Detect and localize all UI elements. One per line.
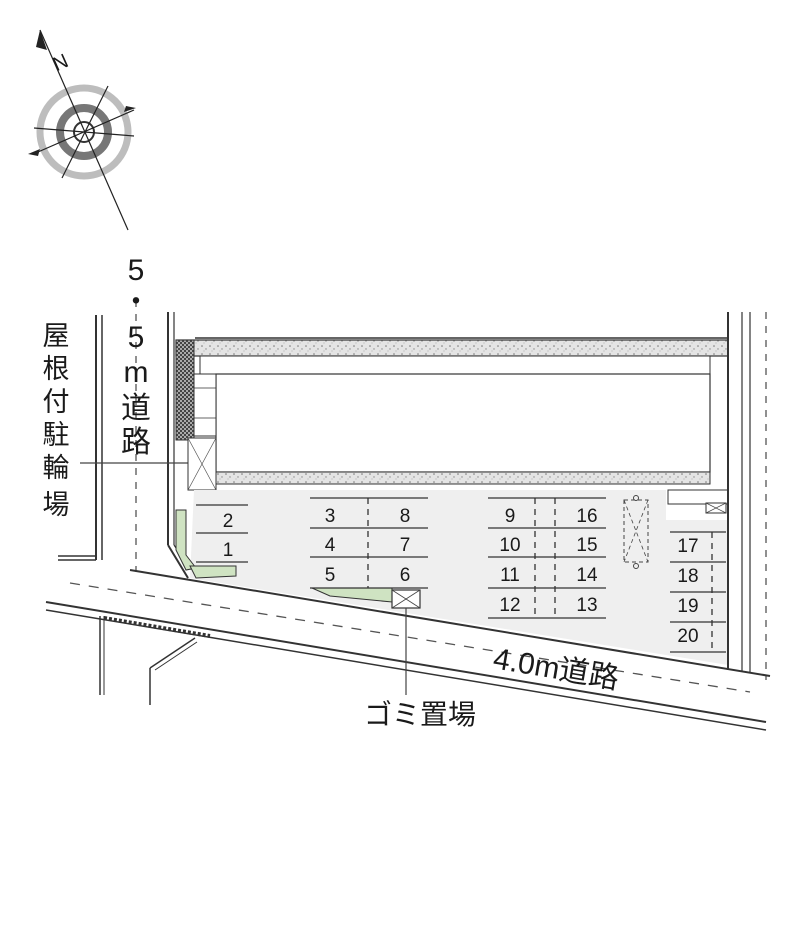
parking-space-8: 8 <box>400 506 411 527</box>
bicycle-char-1: 屋 <box>43 321 70 351</box>
planting-south-west <box>189 565 237 579</box>
bicycle-char-3: 付 <box>43 387 70 417</box>
bicycle-char-4: 駐 <box>43 420 70 450</box>
parking-space-20: 20 <box>677 626 698 647</box>
building <box>175 337 729 514</box>
parking-space-12: 12 <box>499 595 520 616</box>
parking-space-2: 2 <box>223 511 234 532</box>
parking-stall-lines <box>196 497 726 653</box>
parking-space-1: 1 <box>223 540 234 561</box>
parking-space-3: 3 <box>325 506 336 527</box>
parking-space-7: 7 <box>400 535 411 556</box>
bicycle-parking-label: 屋 根 付 駐 輪 場 <box>43 321 70 520</box>
parking-space-16: 16 <box>576 506 597 527</box>
parking-space-19: 19 <box>677 596 698 617</box>
parking-lot-area <box>190 490 728 665</box>
bicycle-char-5: 輪 <box>43 453 70 483</box>
garbage-label: ゴミ置場 <box>364 699 476 730</box>
parking-space-5: 5 <box>325 565 336 586</box>
parking-space-labels: 2 1 3 4 5 8 7 6 9 10 11 12 16 15 14 13 1… <box>223 506 699 647</box>
road-west-char-4: m <box>124 356 149 389</box>
bicycle-char-6: 場 <box>43 490 70 520</box>
east-boundary <box>727 312 767 680</box>
road-west-char-5: 道 <box>121 392 151 425</box>
bicycle-char-2: 根 <box>43 354 70 384</box>
north-label: N <box>50 50 72 76</box>
parking-space-17: 17 <box>677 536 698 557</box>
garbage-station-icon <box>391 589 421 695</box>
parking-space-14: 14 <box>576 565 598 586</box>
parking-space-18: 18 <box>677 566 698 587</box>
parking-space-15: 15 <box>576 535 597 556</box>
parking-space-4: 4 <box>325 535 336 556</box>
road-west-char-6: 路 <box>121 426 151 459</box>
road-west-char-2: ・ <box>121 286 151 319</box>
road-west-char-1: 5 <box>128 254 145 287</box>
parking-space-13: 13 <box>576 595 597 616</box>
dashed-structure <box>623 495 649 569</box>
parking-space-6: 6 <box>400 565 411 586</box>
parking-space-11: 11 <box>500 565 520 586</box>
parking-space-9: 9 <box>505 506 516 527</box>
road-west-char-3: 5 <box>128 321 145 354</box>
road-west <box>58 300 195 579</box>
road-west-label: 5 ・ 5 m 道 路 <box>121 254 151 459</box>
parking-space-10: 10 <box>499 535 520 556</box>
compass-icon: N <box>28 29 136 231</box>
